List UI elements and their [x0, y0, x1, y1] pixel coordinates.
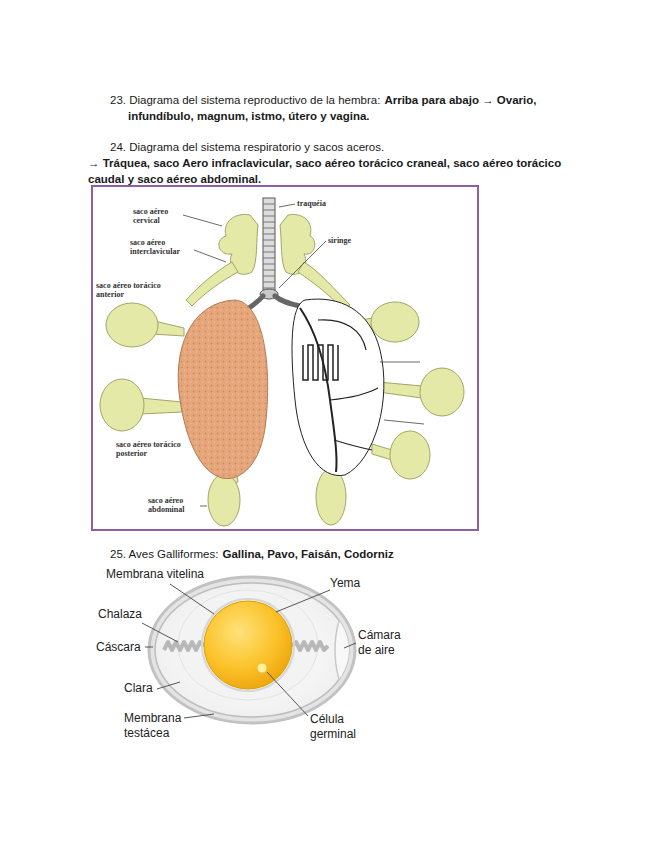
part-label: Cámara de aire: [358, 628, 401, 657]
egg: [149, 577, 355, 723]
part-label: siringe: [328, 236, 351, 245]
part-label: Célula germinal: [310, 712, 356, 741]
lung: [178, 300, 268, 479]
air-sac: [420, 368, 464, 416]
air-sac: [371, 302, 419, 342]
egg: [202, 599, 294, 691]
part-label: Chalaza: [98, 607, 142, 621]
part-label: Clara: [124, 681, 153, 695]
part-label: saco aéreo cervical: [133, 207, 168, 225]
text-block: Yema: [330, 576, 390, 591]
text-block: Clara: [124, 681, 174, 696]
part-label: saco aéreo torácico anterior: [96, 281, 161, 299]
egg: [149, 577, 435, 723]
air-sac: [140, 398, 182, 414]
egg: [335, 578, 435, 722]
leader-line: [184, 714, 214, 718]
trachea: [246, 198, 300, 310]
leader-line: [145, 647, 153, 648]
question-text: 25. Aves Galliformes:: [110, 548, 218, 560]
text-block: saco aéreo abdominal: [148, 496, 198, 514]
text-block: Membrana testácea: [124, 711, 194, 741]
leader-line: [157, 682, 180, 689]
leader-line: [183, 215, 222, 226]
air-sac: [186, 262, 238, 306]
text-block: Cáscara: [96, 640, 156, 655]
leader-line: [142, 623, 178, 642]
text-block: Célula germinal: [310, 712, 380, 742]
air-sac: [106, 303, 158, 347]
part-label: Membrana testácea: [124, 711, 181, 740]
lung: [300, 308, 337, 472]
part-label: Cáscara: [96, 640, 141, 654]
lung: [178, 299, 384, 478]
text-block: Cámara de aire: [358, 628, 410, 658]
text-block: Chalaza: [98, 607, 168, 622]
egg: [204, 601, 292, 689]
air-sac: [100, 214, 464, 526]
leader-line: [279, 241, 326, 288]
egg: [257, 663, 267, 673]
text-block: siringe: [328, 236, 378, 245]
part-label: Membrana vitelina: [106, 567, 204, 581]
part-label: saco aéreo torácico posterior: [116, 440, 181, 458]
trachea: [263, 198, 275, 296]
air-sac: [390, 431, 430, 479]
answer-text: → Tráquea, saco Aero infraclavicular, sa…: [88, 157, 561, 185]
question-text: Gallina, Pavo, Faisán, Codorniz: [222, 548, 393, 560]
leader-line: [267, 672, 308, 716]
egg: [155, 583, 349, 717]
text-block: Membrana vitelina: [106, 567, 236, 582]
part-label: saco aéreo abdominal: [148, 496, 184, 514]
air-sac: [316, 469, 346, 525]
question-text: 23. Diagrama del sistema reproductivo de…: [110, 94, 380, 106]
lung: [303, 345, 338, 380]
air-sac: [378, 382, 422, 398]
leader-line: [380, 362, 424, 424]
lung: [292, 299, 384, 475]
lung: [318, 320, 378, 450]
leader-line: [194, 250, 226, 262]
text-block: 25. Aves Galliformes: Gallina, Pavo, Fais…: [110, 546, 580, 562]
text-block: 24. Diagrama del sistema respiratorio y …: [110, 139, 580, 155]
text-block: saco aéreo torácico posterior: [116, 440, 194, 458]
leader-line: [279, 204, 295, 207]
air-sac: [100, 379, 144, 431]
leader-line: [344, 643, 356, 648]
air-sac: [372, 444, 392, 460]
text-block: 23. Diagrama del sistema reproductivo de…: [110, 92, 573, 124]
text-block: saco aéreo cervical: [133, 207, 181, 225]
leader-line: [170, 584, 214, 614]
air-sac: [219, 214, 258, 274]
part-label: Yema: [330, 576, 360, 590]
trachea: [246, 296, 300, 310]
leader-line: [200, 506, 207, 507]
figure-frame: [92, 186, 478, 530]
egg: [164, 642, 204, 650]
text-block: → Tráquea, saco Aero infraclavicular, sa…: [88, 155, 566, 187]
air-sac: [208, 474, 240, 526]
part-label: saco aéreo interclavicular: [130, 238, 180, 256]
text-block: traquéia: [297, 199, 357, 208]
question-text: 24. Diagrama del sistema respiratorio y …: [110, 141, 384, 153]
part-label: traquéia: [297, 199, 326, 208]
text-block: saco aéreo interclavicular: [130, 238, 192, 256]
text-block: saco aéreo torácico anterior: [96, 281, 172, 299]
trachea: [263, 204, 275, 288]
leader-line: [276, 590, 330, 612]
egg: [292, 642, 328, 650]
leader-line: [183, 204, 424, 506]
leader-line: [142, 584, 356, 718]
